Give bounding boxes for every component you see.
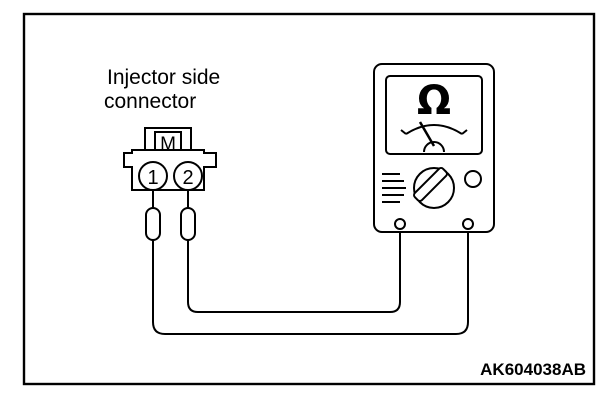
connector-body (123, 149, 217, 191)
lead-pin-2 (187, 224, 401, 313)
connector-label-line1: Injector side (107, 66, 220, 89)
zero-adjust (464, 170, 482, 188)
figure-code: AK604038AB (480, 360, 586, 379)
terminal-positive (462, 218, 474, 230)
pin-2-label: 2 (182, 167, 193, 189)
ohmmeter-icon (373, 63, 495, 233)
connector-mark: M (160, 134, 176, 155)
lead-pin-1 (152, 224, 469, 335)
probe-2-handle (180, 207, 196, 241)
probe-1-handle (145, 207, 161, 241)
selector-knob-pointer (413, 167, 448, 202)
meter-pivot (423, 141, 445, 153)
terminal-negative (394, 218, 406, 230)
meter-display (385, 75, 483, 155)
pin-1-label: 1 (147, 167, 158, 189)
probe-icon (145, 190, 196, 241)
meter-scale-tick-left (400, 129, 407, 135)
meter-scale-tick-right (461, 129, 468, 135)
connector-icon (123, 127, 217, 191)
connector-label-line2: connector (104, 90, 196, 113)
figure-frame (22, 12, 596, 386)
meter-scale-arc (405, 124, 463, 135)
test-leads (152, 224, 469, 335)
ohm-symbol: Ω (417, 78, 451, 124)
